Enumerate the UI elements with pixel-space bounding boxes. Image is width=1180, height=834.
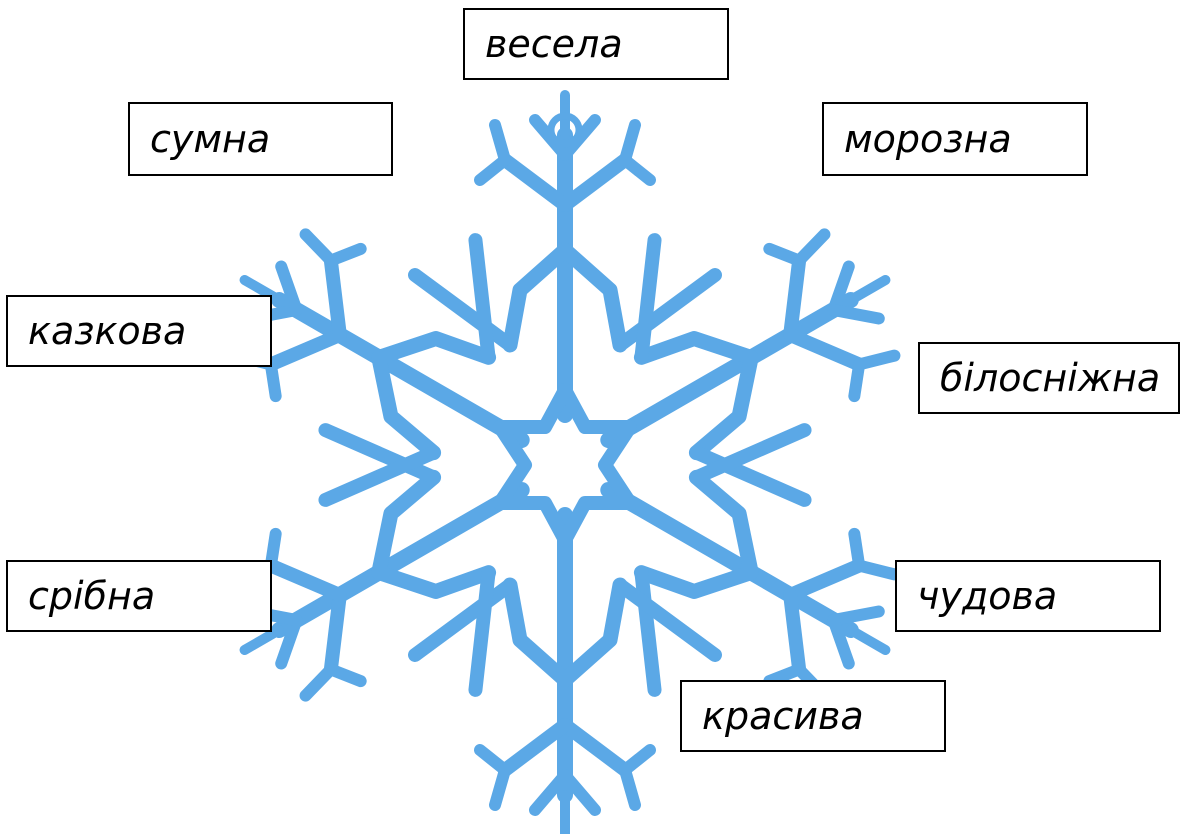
- word-label: красива: [702, 694, 864, 738]
- word-label: срібна: [28, 574, 155, 618]
- word-label: білосніжна: [940, 356, 1160, 400]
- word-box-vesela: весела: [463, 8, 729, 80]
- word-box-bilosnizhna: білосніжна: [918, 342, 1180, 414]
- word-box-morozna: морозна: [822, 102, 1088, 176]
- word-box-krasyva: красива: [680, 680, 946, 752]
- word-box-chudova: чудова: [895, 560, 1161, 632]
- word-box-kazkova: казкова: [6, 295, 272, 367]
- word-box-sumna: сумна: [128, 102, 393, 176]
- word-label: морозна: [844, 117, 1012, 161]
- word-box-sribna: срібна: [6, 560, 272, 632]
- word-label: сумна: [150, 117, 270, 161]
- word-label: чудова: [917, 574, 1057, 618]
- word-label: казкова: [28, 309, 186, 353]
- word-label: весела: [485, 22, 623, 66]
